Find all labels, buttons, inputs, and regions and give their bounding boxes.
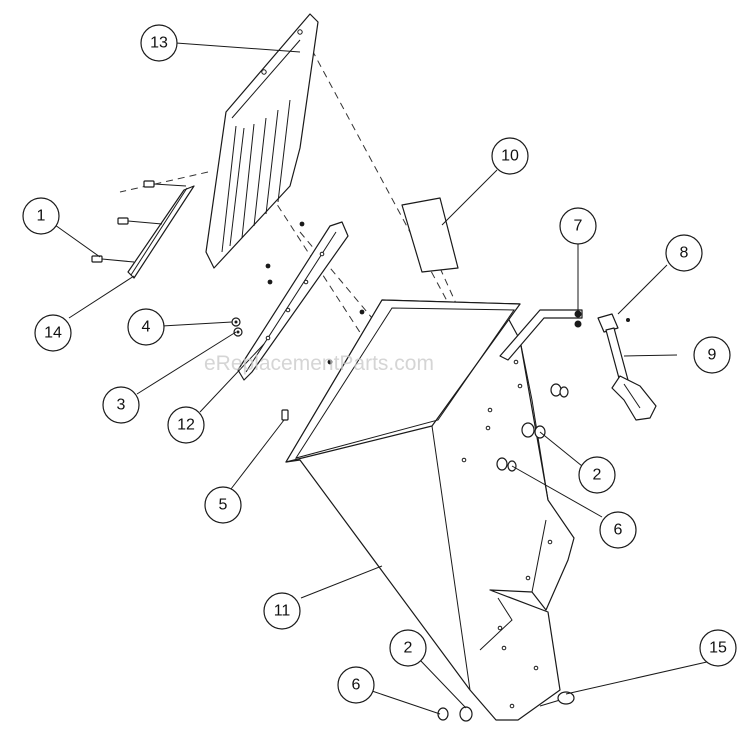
callout-6-lower: 6	[337, 666, 375, 704]
callout-label: 3	[117, 397, 126, 414]
callout-12: 12	[167, 406, 205, 444]
part-12-hinge-bracket	[237, 221, 365, 381]
callout-label: 5	[219, 497, 228, 514]
part-1-bolts	[91, 180, 187, 263]
callout-14: 14	[34, 314, 72, 352]
callout-label: 10	[501, 148, 519, 165]
callout-8: 8	[665, 234, 703, 272]
alignment-lines	[119, 49, 469, 426]
callout-10: 10	[491, 137, 529, 175]
callout-label: 15	[709, 640, 727, 657]
callout-15: 15	[699, 629, 737, 667]
callout-label: 11	[274, 603, 291, 620]
part-11-chute-housing	[285, 299, 575, 721]
part-2-6-hardware-upper	[496, 383, 569, 472]
callout-7: 7	[559, 207, 597, 245]
part-8-9-handle	[597, 313, 657, 421]
callout-label: 1	[37, 208, 46, 225]
callout-2-upper: 2	[578, 456, 616, 494]
part-5-bolt	[281, 409, 289, 421]
part-13-deflector-panel	[205, 13, 319, 269]
part-3-4-hardware	[231, 317, 243, 337]
callout-5: 5	[204, 486, 242, 524]
callout-9: 9	[693, 336, 731, 374]
watermark-text: eReplacementParts.com	[204, 352, 434, 375]
part-2-6-hardware-lower	[437, 706, 473, 722]
callout-13: 13	[140, 24, 178, 62]
callout-label: 6	[352, 677, 361, 694]
callout-label: 14	[44, 325, 62, 342]
leader-lines	[54, 42, 721, 715]
callout-label: 8	[680, 245, 689, 262]
part-14-retaining-strip	[127, 185, 195, 279]
callout-2-lower: 2	[389, 629, 427, 667]
callout-label: 4	[142, 319, 151, 336]
callout-label: 12	[177, 417, 195, 434]
callout-label: 6	[614, 522, 623, 539]
callout-label: 2	[593, 467, 602, 484]
callout-label: 9	[708, 347, 717, 364]
part-15-knob	[539, 691, 575, 707]
callout-1: 1	[22, 197, 60, 235]
callout-11: 11	[263, 592, 301, 630]
callout-label: 13	[150, 35, 168, 52]
part-10-label	[401, 197, 459, 273]
callout-label: 2	[404, 640, 413, 657]
callout-6-upper: 6	[599, 511, 637, 549]
callout-4: 4	[127, 308, 165, 346]
callout-label: 7	[574, 218, 583, 235]
callout-3: 3	[102, 386, 140, 424]
